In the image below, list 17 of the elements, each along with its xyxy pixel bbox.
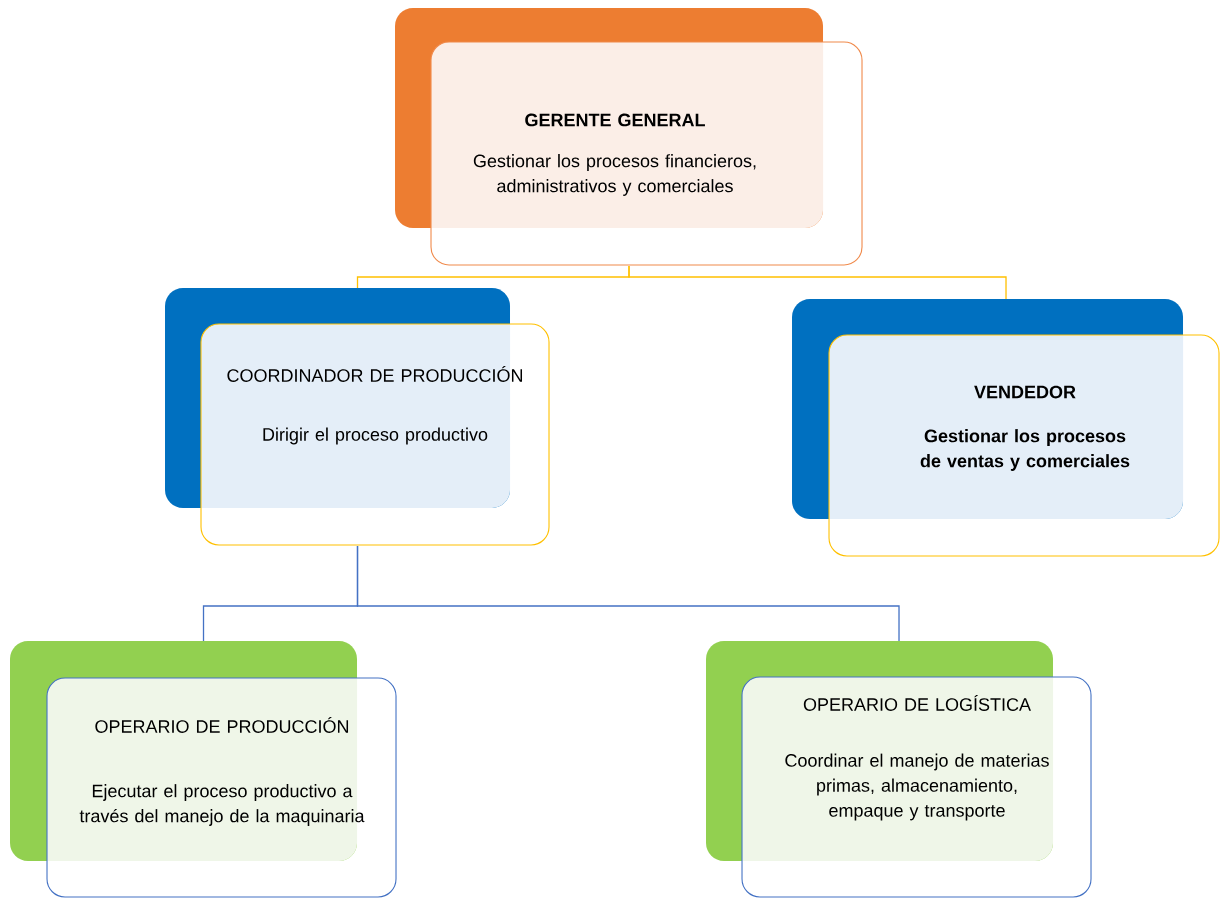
role-description: Gestionar los procesos financieros, administrativos y comerciales bbox=[473, 154, 756, 196]
role-title: COORDINADOR DE PRODUCCIÓN bbox=[227, 366, 522, 382]
connector-line bbox=[628, 265, 1007, 300]
role-description: Coordinar el manejo de materias primas, almacenamiento, empaque y transporte bbox=[785, 753, 1049, 821]
role-description: Dirigir el proceso productivo bbox=[263, 427, 488, 445]
role-title: OPERARIO DE PRODUCCIÓN bbox=[95, 717, 349, 733]
connector-line bbox=[356, 545, 900, 642]
org-chart-box bbox=[395, 8, 863, 266]
role-title: VENDEDOR bbox=[974, 385, 1076, 399]
org-chart-box bbox=[165, 288, 550, 546]
role-description: Gestionar los procesos de ventas y comerciales bbox=[920, 429, 1130, 471]
org-chart-box bbox=[10, 641, 397, 898]
role-description: Ejecutar el proceso productivo a través del manejo de la maquinaria bbox=[79, 784, 365, 826]
org-chart-box bbox=[792, 299, 1220, 557]
org-chart-box bbox=[706, 641, 1092, 898]
role-title: GERENTE GENERAL bbox=[525, 113, 705, 127]
role-title: OPERARIO DE LOGÍSTICA bbox=[803, 695, 1031, 711]
